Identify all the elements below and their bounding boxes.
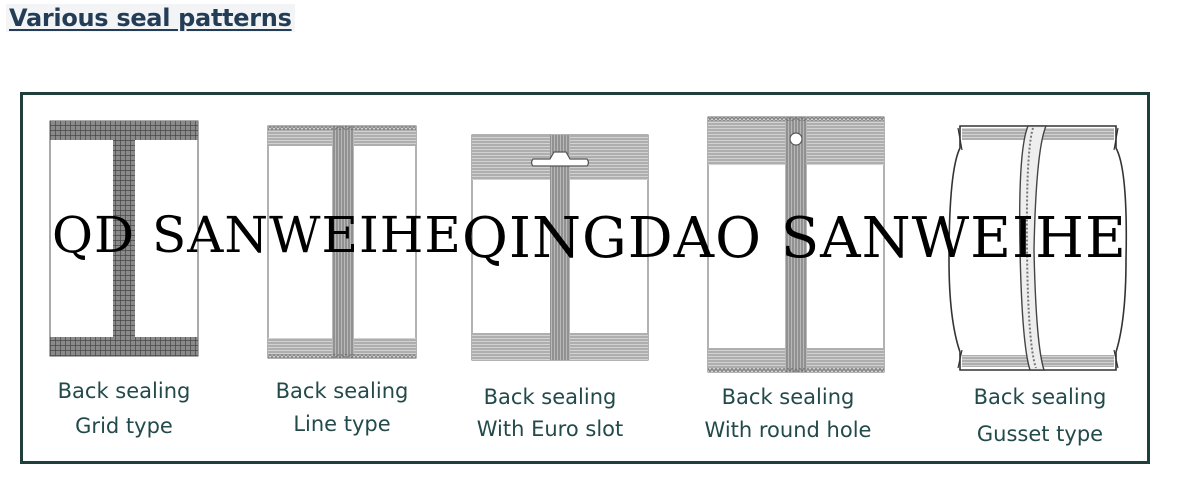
caption-line-1: Back sealing: [483, 385, 617, 409]
caption-line-1: Back sealing: [721, 385, 855, 409]
caption-line-2: With round hole: [704, 418, 872, 442]
watermark-right: QINGDAO SANWEIHE: [462, 206, 1127, 271]
caption-line-2: With Euro slot: [476, 417, 624, 441]
round-hole-bag-icon: [707, 116, 885, 373]
caption-line-type: Back sealing Line type: [252, 375, 432, 441]
line-back-seal-bag-icon: [267, 125, 417, 359]
caption-line-2: Grid type: [75, 414, 173, 438]
euro-slot-bag-icon: [471, 134, 649, 361]
grid-back-seal-bag-icon: [49, 120, 199, 357]
gusset-bag-icon: [948, 125, 1128, 371]
page-title: Various seal patterns: [6, 4, 295, 32]
caption-line-2: Gusset type: [976, 422, 1104, 446]
caption-gusset-type: Back sealing Gusset type: [950, 379, 1130, 453]
caption-grid-type: Back sealing Grid type: [34, 374, 214, 444]
caption-line-2: Line type: [293, 412, 391, 436]
watermark-left: QD SANWEIHE: [52, 206, 462, 264]
caption-line-1: Back sealing: [973, 385, 1107, 409]
caption-line-1: Back sealing: [275, 379, 409, 403]
caption-line-1: Back sealing: [57, 379, 191, 403]
caption-euro-slot: Back sealing With Euro slot: [455, 381, 645, 445]
caption-round-hole: Back sealing With round hole: [688, 381, 888, 447]
